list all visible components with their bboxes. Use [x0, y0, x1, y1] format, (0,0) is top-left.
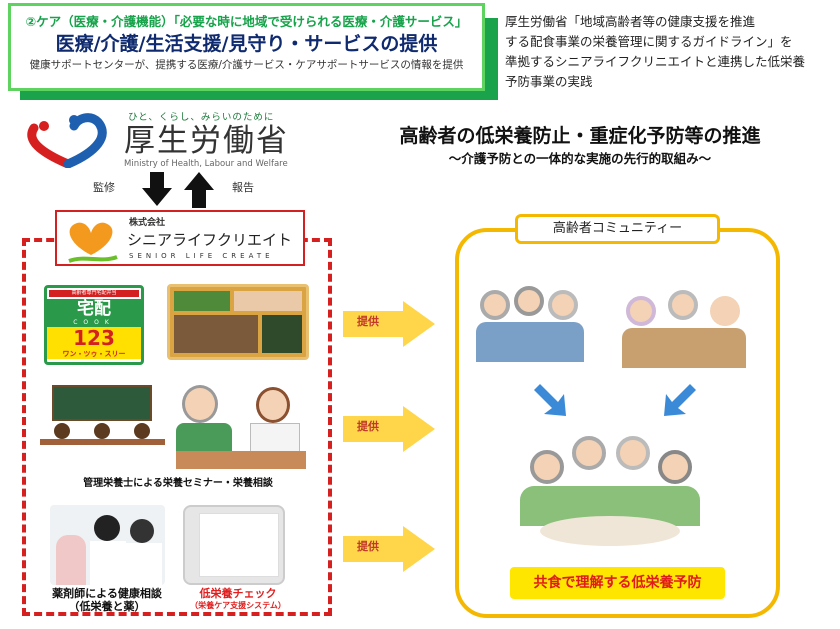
down-left-arrow-icon [664, 384, 696, 416]
check-caption-line: 低栄養チェック [199, 587, 277, 600]
exercising-seniors-illustration [620, 262, 750, 372]
provide-arrow: 提供 [343, 526, 435, 572]
pharmacist-caption-line: 薬剤師による健康相談 [52, 587, 162, 600]
community-bottom-label: 共食で理解する低栄養予防 [510, 567, 725, 599]
provide-label: 提供 [357, 540, 379, 553]
header-line1: ②ケア（医療・介護機能）「必要な時に地域で受けられる医療・介護サービス」 [25, 14, 468, 29]
main-subtitle: ～介護予防との一体的な実施の先行的取組み～ [448, 151, 712, 166]
bento-image [167, 284, 309, 360]
mhlw-heart-icon [27, 113, 107, 168]
community-header: 高齢者コミュニティー [515, 214, 720, 244]
down-right-arrow-icon [534, 384, 566, 416]
takuhai-cook: COOK [47, 319, 141, 327]
mhlw-name: 厚生労働省 [124, 123, 289, 159]
singing-seniors-illustration [470, 262, 590, 372]
consultation-illustration [176, 383, 306, 469]
company-type: 株式会社 [129, 218, 166, 228]
provide-arrow: 提供 [343, 301, 435, 347]
seminar-illustration [40, 385, 165, 467]
takuhai-cook-logo: 高齢者専門宅配弁当 宅配 COOK 123 ワン・ツゥ・スリー [44, 285, 144, 365]
pharmacist-photo [50, 505, 165, 585]
company-name: シニアライフクリエイト [127, 231, 293, 249]
description-line: する配食事業の栄養管理に関するガイドライン」を [505, 34, 793, 49]
mhlw-english: Ministry of Health, Labour and Welfare [124, 159, 288, 169]
company-heart-icon [68, 222, 118, 263]
takuhai-top: 高齢者専門宅配弁当 [49, 290, 139, 297]
company-english: SENIOR LIFE CREATE [129, 252, 274, 260]
check-caption-line: （栄養ケア支援システム） [190, 601, 286, 610]
mhlw-slogan: ひと、くらし、みらいのために [128, 112, 275, 123]
company-logo: 株式会社 シニアライフクリエイト SENIOR LIFE CREATE [55, 210, 305, 266]
right-arrow-icon [343, 406, 435, 452]
down-up-arrows-icon [142, 172, 214, 208]
header-line3: 健康サポートセンターが、提携する医療/介護サービス・ケアサポートサービスの情報を… [29, 59, 464, 71]
pharmacist-caption-line: （低栄養と薬） [68, 600, 146, 613]
check-caption: 低栄養チェック （栄養ケア支援システム） [182, 587, 294, 611]
report-label: 報告 [232, 181, 254, 194]
provide-label: 提供 [357, 315, 379, 328]
seminar-caption: 管理栄養士による栄養セミナー・栄養相談 [83, 478, 273, 489]
right-arrow-icon [343, 526, 435, 572]
takuhai-number: 123 [47, 327, 141, 349]
supervise-label: 監修 [93, 181, 115, 194]
right-arrow-icon [343, 301, 435, 347]
description-line: 厚生労働省「地域高齢者等の健康支援を推進 [505, 14, 756, 29]
description-line: 予防事業の実践 [505, 74, 593, 89]
main-title: 高齢者の低栄養防止・重症化予防等の推進 [399, 125, 761, 147]
takuhai-main: 宅配 [47, 299, 141, 319]
description-line: 準拠するシニアライフクリニエイトと連携した低栄養 [505, 54, 806, 69]
header-box: ②ケア（医療・介護機能）「必要な時に地域で受けられる医療・介護サービス」 医療/… [8, 3, 485, 91]
shared-meal-illustration [520, 430, 700, 560]
tablet-image [183, 505, 285, 585]
takuhai-reading: ワン・ツゥ・スリー [47, 349, 141, 359]
description-text: 厚生労働省「地域高齢者等の健康支援を推進 する配食事業の栄養管理に関するガイドラ… [505, 12, 835, 92]
header-line2: 医療/介護/生活支援/見守り・サービスの提供 [55, 33, 438, 55]
provide-arrow: 提供 [343, 406, 435, 452]
provide-label: 提供 [357, 420, 379, 433]
pharmacist-caption: 薬剤師による健康相談 （低栄養と薬） [36, 587, 178, 613]
mhlw-logo: ひと、くらし、みらいのために 厚生労働省 Ministry of Health,… [20, 112, 310, 172]
